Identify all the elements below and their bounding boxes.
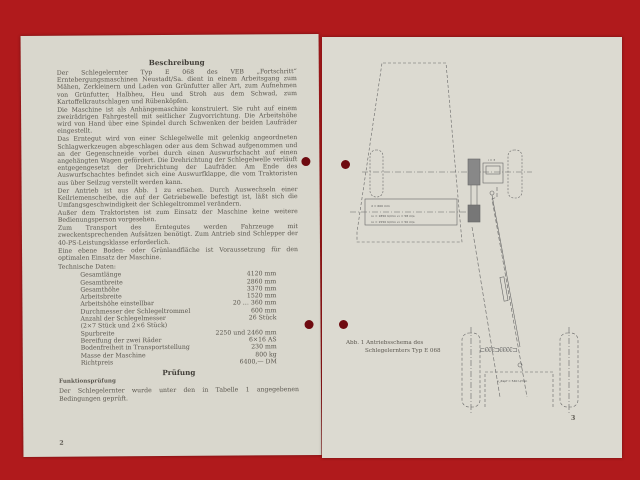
tractor-rear [461,332,579,408]
paragraph: Eine ebene Boden- oder Grünlandfläche is… [58,245,299,262]
label-drum-n1: n₁ = 1850 U/min v₁ = 58 m/s [371,214,415,218]
paragraph: Das Erntegut wird von einer Schlegelwell… [57,134,298,187]
shaft-sleeve [499,276,509,302]
label-gear-ratio: i = 3 [488,158,495,162]
paragraph: Zum Transport des Erntegutes werden Fahr… [57,223,298,247]
drive-diagram: ⊏€€€⊐€€€€⊐ d = 600 mm n₁ = 1850 U/min v₁… [350,62,579,415]
belt-pulley-upper [467,158,481,186]
punch-hole [341,160,350,169]
paragraph: Der Antrieb ist aus Abb. 1 zu ersehen. D… [57,185,298,209]
heading-beschreibung: Beschreibung [148,57,205,68]
tech-data-label: Bodenfreiheit in Transportstellung [80,344,190,352]
tech-data-row: Richtpreis 6400,— DM [81,358,277,367]
caption-line: Abb. 1 Antriebsschema des [346,340,424,346]
pto-coupling: ⊏€€€⊐€€€€⊐ [480,347,517,354]
right-page: ⊏€€€⊐€€€€⊐ d = 600 mm n₁ = 1850 U/min v₁… [322,37,622,458]
left-page-text: Beschreibung Der Schlegelernter Typ E 06… [57,58,299,403]
joint [489,190,495,196]
page-number: 3 [571,415,576,422]
caption-line: Schlegelernters Typ E 068 [365,348,441,354]
paragraph: Außer dem Traktoristen ist zum Einsatz d… [57,208,298,225]
gearbox [482,162,504,184]
punch-hole [301,157,311,167]
heading-pruefung: Prüfung [162,367,196,378]
label-drum-d: d = 600 mm [371,204,390,208]
figure-caption: Abb. 1 Antriebsschema des Schlegelernter… [346,339,441,355]
tech-data-value: 6400,— DM [239,358,277,366]
belt-pulley-lower [467,204,481,223]
page-number: 2 [59,439,64,447]
paragraph: Der Schlegelernter Typ E 068 des VEB „Fo… [56,68,297,106]
punch-hole [304,320,314,330]
drive-shaft [491,194,521,348]
left-page: Beschreibung Der Schlegelernter Typ E 06… [20,33,322,458]
paragraph: Die Maschine ist als Anhängemaschine kon… [57,104,298,136]
punch-hole [339,320,348,329]
tech-data-label: Richtpreis [80,359,114,367]
tractor-body [484,371,554,407]
paragraph: Der Schlegelernter wurde unter den in Ta… [58,386,300,403]
label-drum-n2: n₂ = 1550 U/min v₂ = 50 m/s [371,220,415,224]
subheading-funktionspruefung: Funktionsprüfung [58,378,116,385]
label-pto-speed: n_Zapf = 540 U/min [497,379,527,383]
right-wheel [507,149,523,199]
left-wheel [369,149,384,198]
machine-outline [356,62,463,243]
